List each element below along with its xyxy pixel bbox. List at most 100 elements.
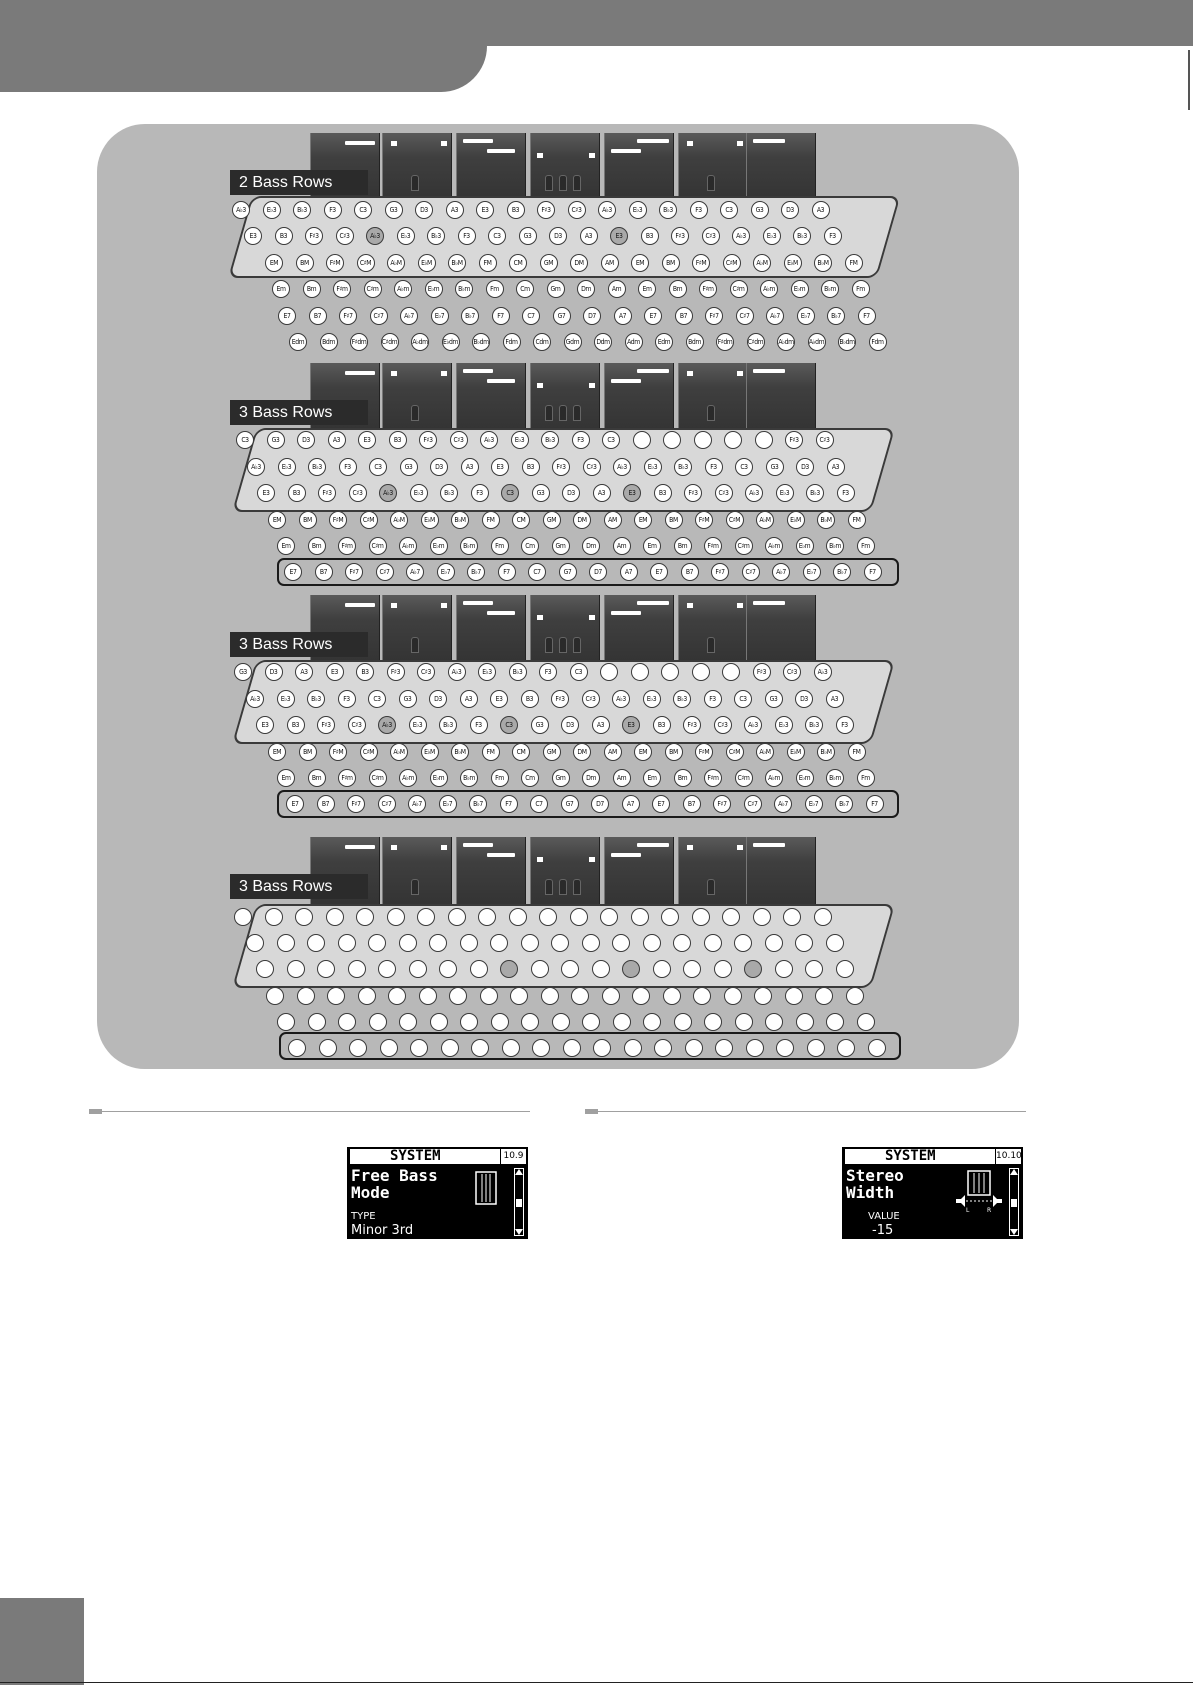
bass-button: Em [643,769,661,787]
bass-button [325,908,344,926]
row-layout-label: 3 Bass Rows [230,632,368,657]
bass-button [663,431,681,449]
bass-button: B7 [308,307,327,325]
bass-button: A♭m [399,769,417,787]
bass-button: A3 [579,227,598,245]
bass-button: Gm [551,537,570,555]
bass-button: B♭M [814,254,832,272]
bass-button [490,934,508,952]
bass-button: C3 [602,431,620,449]
bass-button: FM [847,511,866,529]
bass-button: A♭7 [400,307,418,325]
bass-button: E♭3 [409,484,428,502]
bass-button: Em [277,769,295,787]
bass-button: A♭3 [366,227,384,245]
bass-button: B♭3 [806,484,824,502]
bass-button [643,1013,661,1031]
bass-button [521,1013,539,1031]
bass-button: F3 [571,431,590,449]
bass-button: Fm [856,537,875,555]
register-switch-icon [678,363,748,433]
bass-button: C♯M [722,254,741,272]
bass-button: C♯7 [741,563,760,581]
bass-button: C♯7 [377,795,396,813]
lcd-page-number: 10.10 [996,1149,1022,1164]
register-switch-icon [604,595,674,665]
bass-button: G7 [560,795,579,813]
bass-button [601,987,620,1005]
bass-button [776,1039,794,1057]
bass-button: F♯3 [552,458,570,476]
bass-button: A3 [811,201,830,219]
bass-button: B3 [652,716,671,734]
bass-button [795,1013,814,1031]
bass-button [288,1039,306,1057]
bass-button [806,1039,825,1057]
bass-button: C♯3 [815,431,834,449]
bass-button [379,1039,398,1057]
bass-button [630,908,649,926]
bass-button [357,987,376,1005]
bass-button [386,908,405,926]
bass-button: F♯7 [705,307,723,325]
bass-button: B3 [274,227,293,245]
bass-button: E♭7 [430,307,449,325]
bass-button: Em [277,537,295,555]
bass-button: C♯7 [369,307,388,325]
bass-button: B♭M [817,743,835,761]
bass-button: G3 [531,484,550,502]
bass-button [813,908,832,926]
bass-button: F♯M [695,743,713,761]
bass-button [266,987,284,1005]
bass-button: E3 [358,431,376,449]
bass-button [704,1013,722,1031]
bass-button: F7 [857,307,876,325]
stereo-width-icon: L R [956,1170,1002,1213]
bass-button: E♭3 [510,431,529,449]
bass-button [295,908,313,926]
bass-button [642,934,661,952]
bass-button: FM [481,511,500,529]
bass-button [347,960,366,978]
bass-button: A3 [295,663,313,681]
bass-button [500,960,518,978]
bass-button: Gm [551,769,570,787]
bass-button: F♯3 [305,227,323,245]
bass-button: C♯m [734,537,753,555]
bass-button: F♯3 [752,663,771,681]
bass-button: A♭dm [777,333,795,351]
bass-button [805,960,823,978]
bass-button [479,987,498,1005]
bass-button: EM [634,511,652,529]
section-rule [89,1111,530,1112]
register-switch-icon [456,837,526,907]
bass-button [478,908,496,926]
bass-button [551,1013,570,1031]
bass-button [276,934,295,952]
accordion-icon [475,1171,497,1205]
bass-button [368,1013,387,1031]
lcd-header: SYSTEM [350,1149,500,1164]
bass-button: A3 [592,484,611,502]
bass-button: A♭7 [772,563,790,581]
bass-button: B♭m [455,280,473,298]
free-bass-row-frame [277,790,899,818]
bass-button [693,431,712,449]
bass-button: A7 [619,563,638,581]
bass-button: F3 [835,716,854,734]
bass-button [551,934,569,952]
bass-button: EM [631,254,649,272]
register-switch-icon [456,363,526,433]
bass-button: E♭3 [478,663,496,681]
bass-button [835,960,854,978]
bass-button: A♭3 [378,716,396,734]
bass-button: B♭3 [541,431,559,449]
bass-button [612,1013,631,1031]
bass-button: B♭7 [827,307,845,325]
bass-button: CM [512,743,530,761]
bass-button: E♭M [783,254,802,272]
bass-button [723,987,742,1005]
bass-button: E7 [650,563,668,581]
